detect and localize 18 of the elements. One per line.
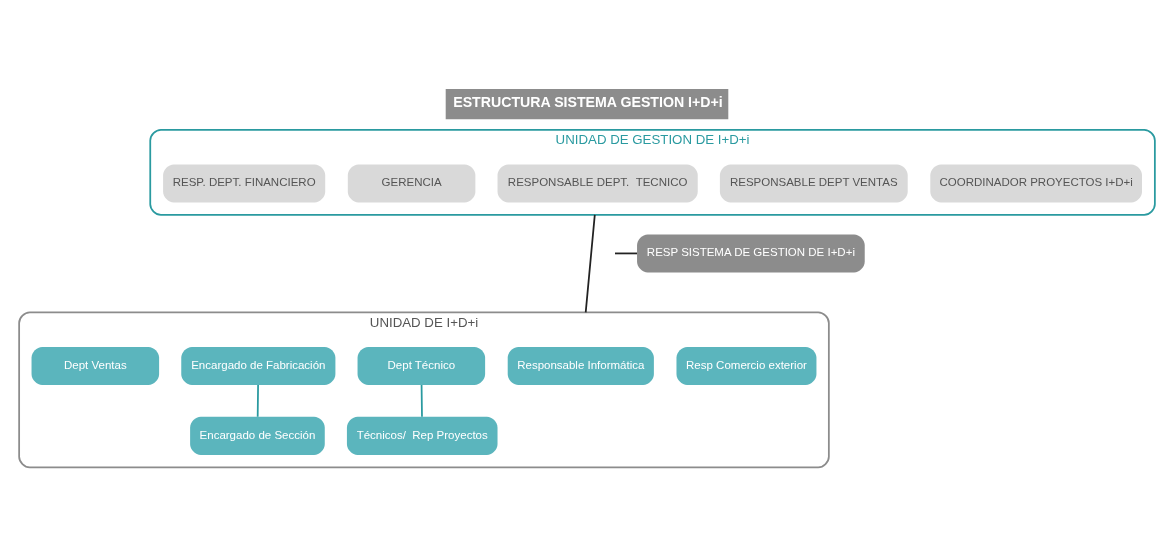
diagram-title: ESTRUCTURA SISTEMA GESTION I+D+i xyxy=(453,93,723,110)
node-box: Resp Comercio exterior xyxy=(676,346,817,385)
node-box: Encargado de Fabricación xyxy=(181,346,336,385)
node-box: Encargado de Sección xyxy=(190,416,325,455)
node-box: Dept Ventas xyxy=(31,346,160,385)
connector xyxy=(584,214,596,314)
node-box: Dept Técnico xyxy=(357,346,486,385)
node-box: RESP SISTEMA DE GESTION DE I+D+i xyxy=(637,234,865,273)
node-box: RESPONSABLE DEPT. TECNICO xyxy=(497,164,698,203)
connector xyxy=(420,384,423,418)
node-box: GERENCIA xyxy=(347,164,476,203)
node-box: RESP. DEPT. FINANCIERO xyxy=(163,164,326,203)
node-box: RESPONSABLE DEPT VENTAS xyxy=(719,164,908,203)
node-box: Técnicos/ Rep Proyectos xyxy=(346,416,498,455)
connector xyxy=(614,252,638,255)
node-box: Responsable Informática xyxy=(507,346,654,385)
node-box: COORDINADOR PROYECTOS I+D+i xyxy=(930,164,1142,203)
connector xyxy=(256,384,259,418)
